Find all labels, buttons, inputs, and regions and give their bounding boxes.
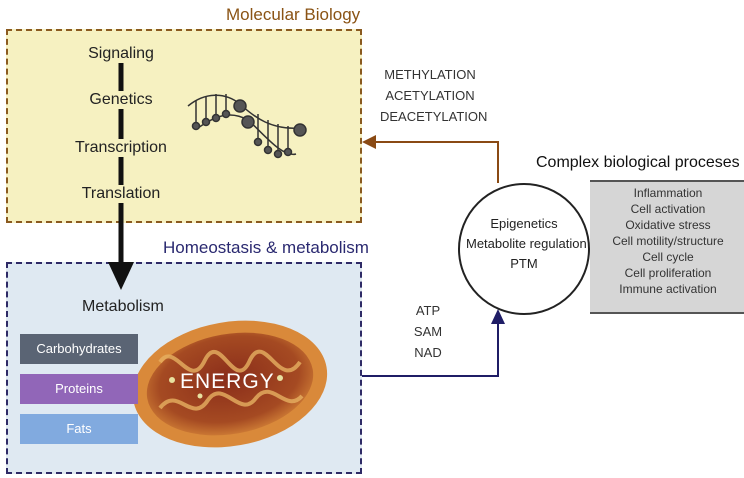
process-item: Inflammation <box>633 186 703 200</box>
nutrient-carbohydrates: Carbohydrates <box>20 334 138 364</box>
dna-helix-icon <box>187 94 307 159</box>
process-item: Cell cycle <box>642 250 694 264</box>
nutrient-fats: Fats <box>20 414 138 444</box>
process-item: Cell activation <box>630 202 706 216</box>
central-node-line: Epigenetics <box>490 216 558 231</box>
molecule-sam: SAM <box>413 324 443 339</box>
central-node-circle <box>458 183 590 315</box>
nutrient-proteins: Proteins <box>20 374 138 404</box>
mark-deacetylation: DEACETYLATION <box>380 109 488 124</box>
central-node-line: PTM <box>510 256 538 271</box>
mark-acetylation: ACETYLATION <box>385 88 475 103</box>
complex-processes-box <box>590 180 744 314</box>
process-item: Immune activation <box>619 282 717 296</box>
step-signaling: Signaling <box>86 45 156 63</box>
epigenetic-arrow <box>362 135 499 183</box>
step-translation: Translation <box>79 185 163 203</box>
molecule-nad: NAD <box>414 345 442 360</box>
energy-label: ENERGY <box>180 370 275 393</box>
process-item: Oxidative stress <box>625 218 711 232</box>
process-item: Cell proliferation <box>624 266 712 280</box>
mark-methylation: METHYLATION <box>384 67 476 82</box>
central-node-text: Epigenetics Metabolite regulation PTM <box>466 214 587 274</box>
step-transcription: Transcription <box>73 139 169 157</box>
step-genetics: Genetics <box>87 91 155 109</box>
epigenetic-marks-list: METHYLATION ACETYLATION DEACETYLATION <box>380 64 488 127</box>
molecule-atp: ATP <box>415 303 441 318</box>
energy-molecules-list: ATP SAM NAD <box>400 300 456 363</box>
process-item: Cell motility/structure <box>612 234 724 248</box>
mitochondrion-icon <box>132 320 328 448</box>
energy-arrow <box>362 309 505 377</box>
metabolism-label: Metabolism <box>82 298 164 315</box>
molecular-biology-title: Molecular Biology <box>226 5 361 24</box>
complex-processes-list: Inflammation Cell activation Oxidative s… <box>598 185 738 297</box>
homeostasis-title: Homeostasis & metabolism <box>163 238 369 257</box>
complex-processes-title: Complex biological proceses <box>536 154 740 171</box>
central-node-line: Metabolite regulation <box>466 236 587 251</box>
